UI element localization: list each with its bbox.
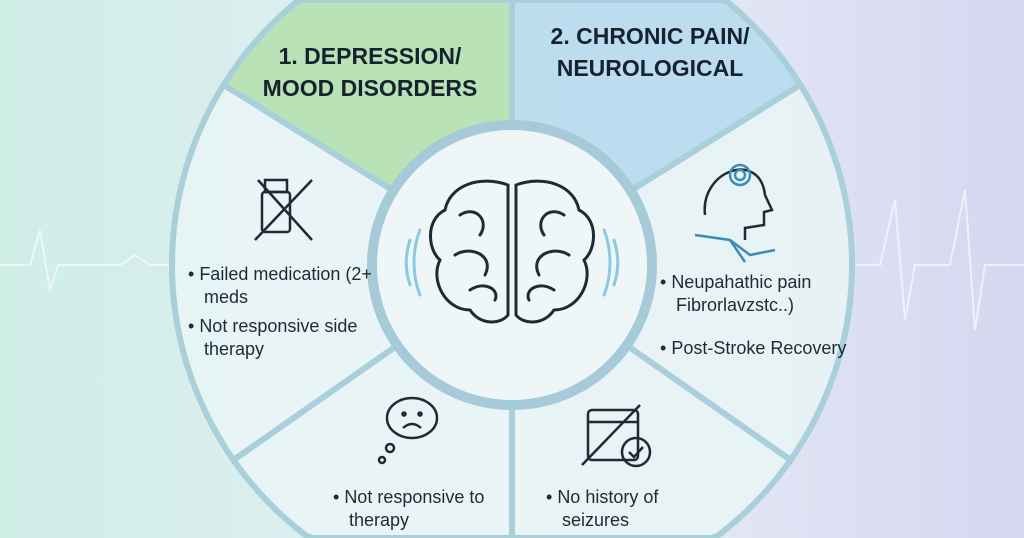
bullet-item: • Neupahathic pain Fibrorlavzstc..) [660,272,812,315]
crossed-medication-bottle-icon [254,178,313,241]
heartbeat-line-right [850,189,1024,331]
bullet-item: • Post-Stroke Recovery [660,338,847,358]
bullet-item: • Not responsive side therapy [188,316,358,359]
center-ring [367,120,657,410]
therapy-bullets: • Not responsive to therapy [333,486,503,532]
title-line: NEUROLOGICAL [556,55,744,81]
head-nerve-icon [694,163,776,263]
sad-thought-cloud-icon [377,396,439,465]
depression-title: 1. DEPRESSION/ MOOD DISORDERS [240,40,500,104]
bullet-item: • No history of seizures [546,487,659,530]
seizures-bullets: • No history of seizures [546,486,686,532]
title-line: MOOD DISORDERS [262,75,478,101]
calendar-check-icon [581,404,652,468]
heartbeat-line-left [0,229,180,291]
chronic-pain-bullets: • Neupahathic pain Fibrorlavzstc..) • Po… [660,271,850,360]
depression-bullets: • Failed medication (2+ meds • Not respo… [188,263,378,361]
bullet-item: • Failed medication (2+ meds [188,264,372,307]
chronic-pain-title: 2. CHRONIC PAIN/ NEUROLOGICAL [520,20,780,84]
title-line: 2. CHRONIC PAIN/ [550,23,750,49]
brain-icon [404,179,620,324]
bullet-item: • Not responsive to therapy [333,487,485,530]
title-line: 1. DEPRESSION/ [278,43,462,69]
